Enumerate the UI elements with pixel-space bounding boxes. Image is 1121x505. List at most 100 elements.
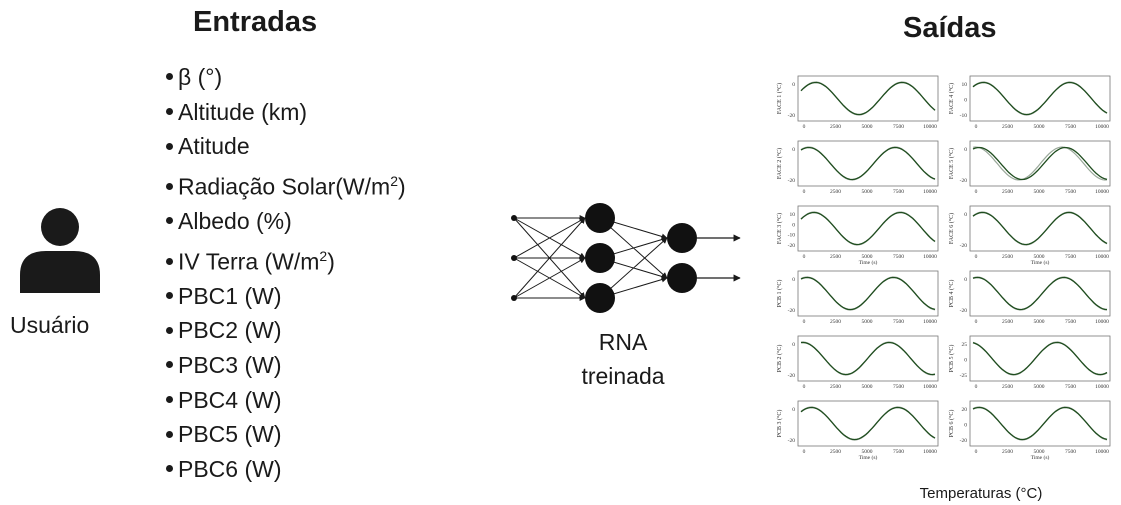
plot-xtick: 0: [975, 319, 978, 325]
plot-ytick: -20: [960, 178, 968, 184]
plot-xtick: 0: [803, 124, 806, 130]
plot-reference-curve: [972, 276, 1108, 311]
plot-xtick: 10000: [1095, 319, 1109, 325]
plot-ytick: 10: [790, 212, 796, 218]
input-label-suffix: ): [327, 248, 335, 275]
input-label-superscript: 2: [390, 172, 398, 189]
plot-xtick: 0: [803, 189, 806, 195]
nn-hidden-node: [585, 243, 615, 273]
bullet-icon: [166, 361, 173, 369]
plot-xtick: 7500: [893, 319, 904, 325]
outputs-title: Saídas: [903, 12, 997, 44]
plot-ytick: -20: [788, 373, 796, 379]
plot-frame: [969, 205, 1111, 252]
input-item: β (°): [166, 60, 406, 95]
plot-reference-curve: [972, 341, 1108, 376]
input-item: Radiação Solar(W/m2): [166, 164, 406, 204]
nn-input-node: [511, 255, 517, 261]
plot-ytick: 0: [964, 277, 967, 283]
plot-xtick: 5000: [1034, 254, 1045, 260]
plot-ytick: 0: [792, 147, 795, 153]
plot-xtick: 7500: [1065, 124, 1076, 130]
input-label: PBC1 (W): [178, 282, 282, 309]
plot-reference-curve: [800, 146, 936, 181]
nn-connection: [513, 217, 586, 299]
plot-xlabel: Time (s): [859, 259, 878, 266]
plot-xtick: 7500: [893, 124, 904, 130]
plot-predicted-curve: [972, 341, 1108, 376]
plot-xtick: 0: [975, 254, 978, 260]
input-item: PBC1 (W): [166, 279, 406, 314]
plot-xtick: 2500: [1002, 254, 1013, 260]
nn-hidden-node: [585, 203, 615, 233]
input-item: Albedo (%): [166, 204, 406, 239]
plot-frame: [797, 335, 939, 382]
input-item: Atitude: [166, 129, 406, 164]
plot-ytick: 0: [792, 82, 795, 88]
plot-ytick: 0: [964, 147, 967, 153]
plot-xtick: 5000: [862, 449, 873, 455]
plot-frame: [969, 75, 1111, 122]
input-item: PBC6 (W): [166, 452, 406, 487]
plot-predicted-curve: [972, 211, 1108, 246]
plot-ytick: 25: [962, 342, 968, 348]
input-label-superscript: 2: [319, 247, 328, 264]
plot-ytick: 0: [964, 358, 967, 364]
plot-ylabel: FACE 4 (°C): [948, 83, 955, 114]
input-label: PBC3 (W): [178, 352, 282, 379]
bullet-icon: [166, 142, 173, 150]
plot-xtick: 5000: [1034, 449, 1045, 455]
inputs-title: Entradas: [193, 6, 318, 38]
plot-predicted-curve: [800, 211, 936, 246]
input-item: PBC3 (W): [166, 348, 406, 383]
plot-xtick: 5000: [862, 189, 873, 195]
plot-ytick: 20: [962, 407, 968, 413]
plot-frame: [969, 400, 1111, 447]
plot-xtick: 2500: [1002, 189, 1013, 195]
plot-frame: [797, 205, 939, 252]
bullet-icon: [166, 430, 173, 438]
plot-reference-curve: [800, 81, 936, 116]
temperatures-caption: Temperaturas (°C): [919, 485, 1043, 502]
input-label: Radiação Solar(W/m: [178, 173, 391, 200]
plot-ytick: -20: [788, 178, 796, 184]
nn-output-node: [667, 223, 697, 253]
user-label: Usuário: [10, 312, 90, 338]
bullet-icon: [166, 326, 173, 334]
plot-xtick: 0: [975, 449, 978, 455]
plot-xtick: 10000: [1095, 384, 1109, 390]
plot-xtick: 10000: [923, 319, 937, 325]
plot-xtick: 0: [803, 319, 806, 325]
plot-xtick: 0: [803, 254, 806, 260]
plot-ylabel: PCB 3 (°C): [776, 410, 783, 438]
plot-ytick: -20: [788, 308, 796, 314]
plot-predicted-curve: [972, 276, 1108, 311]
plot-predicted-curve: [800, 81, 936, 116]
plot-xtick: 0: [975, 124, 978, 130]
plot-xtick: 7500: [893, 189, 904, 195]
plot-reference-curve: [972, 146, 1108, 181]
plot-predicted-curve: [972, 146, 1108, 181]
plot-frame: [969, 140, 1111, 187]
plot-xtick: 5000: [1034, 319, 1045, 325]
plot-xtick: 7500: [1065, 189, 1076, 195]
plot-xtick: 0: [975, 189, 978, 195]
plot-xtick: 10000: [923, 449, 937, 455]
nn-connection: [513, 217, 586, 259]
plot-xtick: 0: [803, 449, 806, 455]
plot-ytick: -25: [960, 373, 968, 379]
plot-xtick: 7500: [1065, 254, 1076, 260]
plot-xtick: 10000: [1095, 189, 1109, 195]
rna-label-line1: RNA: [598, 329, 648, 355]
plot-xtick: 7500: [893, 449, 904, 455]
plot-ytick: -20: [788, 243, 796, 249]
input-label: PBC2 (W): [178, 317, 282, 344]
plot-ytick: 0: [964, 98, 967, 104]
plot-predicted-curve: [972, 406, 1108, 441]
bullet-icon: [166, 73, 173, 81]
plot-xlabel: Time (s): [859, 454, 878, 461]
bullet-icon: [166, 465, 173, 473]
